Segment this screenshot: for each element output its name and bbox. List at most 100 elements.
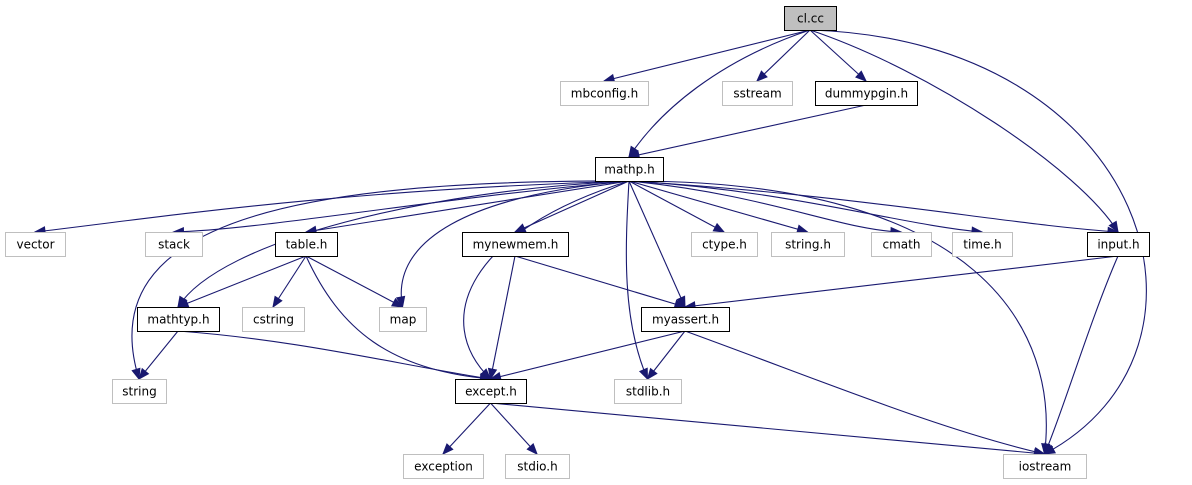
node-label: string.h — [785, 238, 831, 252]
node-box — [595, 157, 664, 182]
edge-mynewmem_h-to-except_h — [487, 255, 516, 381]
edge-line — [628, 180, 902, 233]
edge-table_h-to-cstring — [272, 255, 307, 309]
node-label: table.h — [286, 238, 328, 252]
node-label: exception — [414, 460, 473, 474]
node-box — [871, 232, 932, 257]
node-cmath: cmath — [871, 232, 932, 257]
node-table-h[interactable]: table.h — [275, 232, 338, 257]
edge-line — [628, 180, 808, 233]
node-string: string — [112, 379, 167, 404]
node-sstream: sstream — [722, 81, 793, 106]
node-box — [145, 232, 203, 257]
node-map: map — [379, 307, 427, 332]
edge-line — [400, 180, 630, 308]
node-label: sstream — [733, 87, 781, 101]
node-label: cstring — [253, 313, 294, 327]
edge-mathtyp_h-to-except_h — [177, 330, 492, 383]
node-stdlib-h: stdlib.h — [614, 379, 682, 404]
node-box — [1087, 232, 1150, 257]
edge-dummypgin_h-to-mathp_h — [627, 104, 867, 160]
edge-except_h-to-iostream — [490, 402, 1046, 458]
edge-line — [489, 255, 516, 380]
edge-arrowhead — [513, 223, 527, 233]
edge-mynewmem_h-to-myassert_h — [514, 255, 687, 309]
edge-arrowhead — [638, 367, 649, 381]
node-time-h: time.h — [952, 232, 1013, 257]
edge-cl_cc-to-input_h — [809, 29, 1119, 234]
edge-line — [628, 180, 983, 233]
edge-line — [628, 180, 1119, 233]
node-input-h[interactable]: input.h — [1087, 232, 1150, 257]
edge-line — [628, 180, 1047, 455]
edge-line — [490, 402, 538, 455]
edge-line — [684, 255, 1119, 308]
edge-input_h-to-iostream — [1043, 255, 1119, 456]
edge-line — [514, 180, 630, 233]
node-mathp-h[interactable]: mathp.h — [595, 157, 664, 182]
edge-line — [442, 402, 491, 455]
edge-cl_cc-to-dummypgin_h — [809, 29, 867, 82]
edge-line — [628, 180, 686, 308]
edge-line — [625, 180, 649, 380]
edge-line — [490, 330, 686, 380]
edge-arrowhead — [442, 443, 454, 455]
edge-mathp_h-to-ctype_h — [628, 180, 726, 233]
node-label: input.h — [1097, 238, 1139, 252]
node-dummypgin-h[interactable]: dummypgin.h — [815, 81, 918, 106]
node-cl-cc[interactable]: cl.cc — [784, 6, 837, 31]
node-box — [614, 379, 682, 404]
edge-line — [173, 180, 630, 233]
edge-table_h-to-map — [305, 255, 404, 308]
edge-line — [177, 180, 630, 308]
edge-line — [628, 104, 867, 158]
edge-except_h-to-stdio_h — [490, 402, 538, 455]
edge-line — [809, 29, 1147, 455]
edge-except_h-to-exception — [442, 402, 491, 455]
edge-line — [1043, 255, 1119, 455]
edge-mathp_h-to-myassert_h — [628, 180, 686, 309]
node-label: stdio.h — [517, 460, 557, 474]
node-mathtyp-h[interactable]: mathtyp.h — [137, 307, 220, 332]
edge-line — [34, 180, 630, 233]
node-box — [952, 232, 1013, 257]
node-box — [379, 307, 427, 332]
node-label: stack — [158, 238, 190, 252]
node-except-h[interactable]: except.h — [455, 379, 527, 404]
node-box — [560, 81, 649, 106]
edge-line — [177, 330, 491, 380]
node-mynewmem-h[interactable]: mynewmem.h — [462, 232, 569, 257]
edge-line — [756, 29, 811, 82]
node-label: vector — [16, 238, 54, 252]
node-myassert-h[interactable]: myassert.h — [641, 307, 730, 332]
node-stdio-h: stdio.h — [505, 454, 570, 479]
edge-line — [628, 180, 725, 233]
edge-mathp_h-to-input_h — [628, 180, 1120, 237]
node-box — [691, 232, 758, 257]
node-box — [641, 307, 730, 332]
edge-mathp_h-to-string — [131, 180, 630, 381]
node-string-h: string.h — [771, 232, 845, 257]
node-box — [275, 232, 338, 257]
node-box — [1003, 454, 1087, 479]
edge-arrowhead — [487, 367, 498, 381]
edge-arrowhead — [712, 222, 726, 233]
node-iostream: iostream — [1003, 454, 1087, 479]
edge-line — [177, 255, 307, 308]
edge-line — [809, 29, 1119, 233]
node-box — [403, 454, 484, 479]
edge-arrowhead — [395, 295, 406, 309]
edge-myassert_h-to-stdlib_h — [646, 330, 686, 381]
node-cstring: cstring — [242, 307, 305, 332]
edge-line — [305, 180, 630, 233]
edge-line — [490, 402, 1045, 455]
node-box — [771, 232, 845, 257]
node-vector: vector — [5, 232, 66, 257]
edge-line — [463, 180, 630, 380]
node-ctype-h: ctype.h — [691, 232, 758, 257]
node-box — [462, 232, 569, 257]
edge-arrowhead — [272, 295, 283, 309]
node-label: cl.cc — [797, 12, 824, 26]
edge-input_h-to-myassert_h — [683, 255, 1119, 311]
